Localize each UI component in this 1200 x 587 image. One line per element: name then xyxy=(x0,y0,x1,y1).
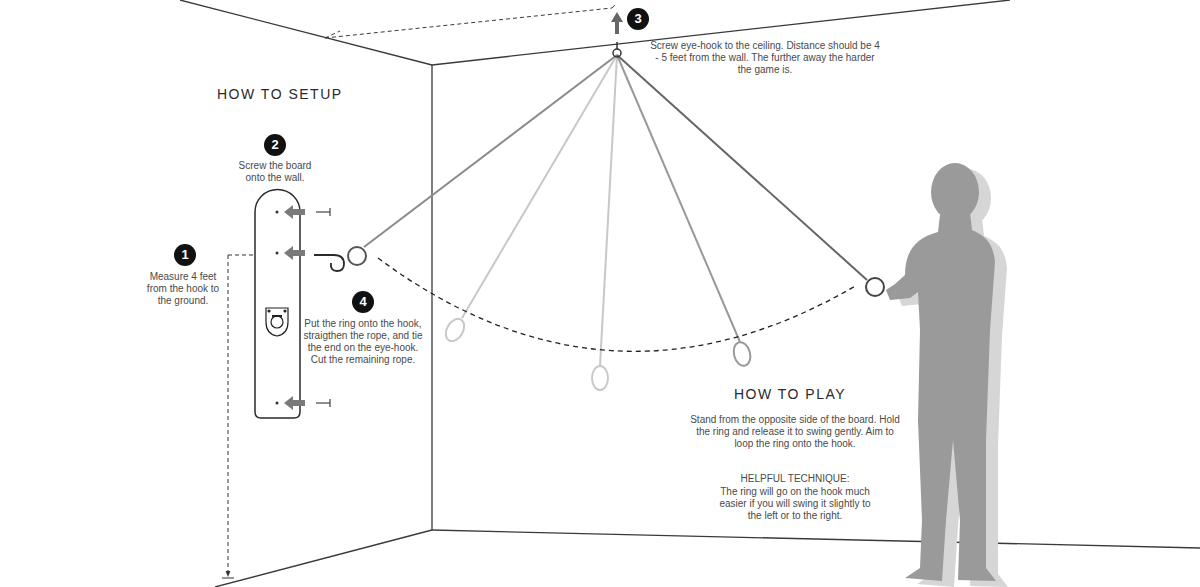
wall-board xyxy=(255,190,330,419)
ropes xyxy=(364,55,867,366)
callout-number: 1 xyxy=(174,244,196,266)
callout-label: 3 xyxy=(634,11,641,26)
callout-label: 2 xyxy=(271,137,278,152)
section-heading: HOW TO SETUP xyxy=(217,86,343,102)
section-heading: HOW TO PLAY xyxy=(734,386,846,402)
height-measure xyxy=(222,255,256,578)
step-note: Screw the board onto the wall. xyxy=(235,160,315,184)
play-instructions: Stand from the opposite side of the boar… xyxy=(688,414,903,450)
screws xyxy=(316,208,330,407)
step-note: Put the ring onto the hook, straigthen t… xyxy=(299,318,427,366)
callout-label: 4 xyxy=(359,294,366,309)
rings xyxy=(348,247,884,390)
swing-arc xyxy=(378,258,857,351)
callout-number: 3 xyxy=(627,8,649,30)
step-note: Screw eye-hook to the ceiling. Distance … xyxy=(648,40,883,76)
wall-hook xyxy=(314,255,344,271)
callout-label: 1 xyxy=(181,247,188,262)
tip-text: The ring will go on the hook much easier… xyxy=(715,486,875,522)
tip-heading: HELPFUL TECHNIQUE: xyxy=(720,473,870,485)
step-note: Measure 4 feet from the hook to the grou… xyxy=(142,271,224,307)
person-silhouette xyxy=(886,163,1008,587)
eye-hook xyxy=(611,12,623,57)
callout-number: 2 xyxy=(264,134,286,156)
room-lines xyxy=(180,0,1200,587)
bottle-opener xyxy=(266,308,288,336)
ceiling-measure xyxy=(325,3,617,38)
callout-number: 4 xyxy=(352,291,374,313)
